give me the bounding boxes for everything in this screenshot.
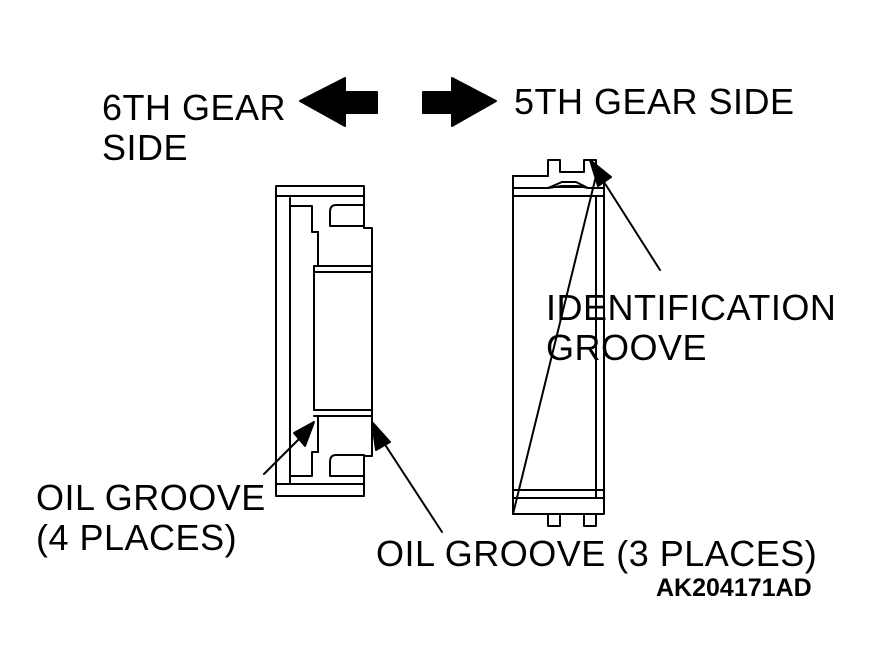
leader-identification-groove bbox=[589, 159, 661, 271]
sixth-gear-side-label: 6TH GEAR SIDE bbox=[102, 87, 287, 168]
arrow-right-icon bbox=[422, 77, 497, 127]
oil-groove-4-places-label: OIL GROOVE (4 PLACES) bbox=[36, 477, 266, 558]
arrow-left-icon bbox=[299, 77, 378, 127]
leader-oil-groove-4 bbox=[263, 421, 315, 475]
right-bearing-shell bbox=[512, 159, 605, 527]
fifth-gear-side-label: 5TH GEAR SIDE bbox=[514, 81, 795, 122]
left-bearing-shell bbox=[275, 185, 373, 497]
oil-groove-3-places-label: OIL GROOVE (3 PLACES) bbox=[376, 533, 818, 574]
identification-groove-label: IDENTIFICATION GROOVE bbox=[546, 287, 837, 368]
figure-code: AK204171AD bbox=[656, 574, 812, 602]
leader-oil-groove-3 bbox=[371, 421, 443, 533]
